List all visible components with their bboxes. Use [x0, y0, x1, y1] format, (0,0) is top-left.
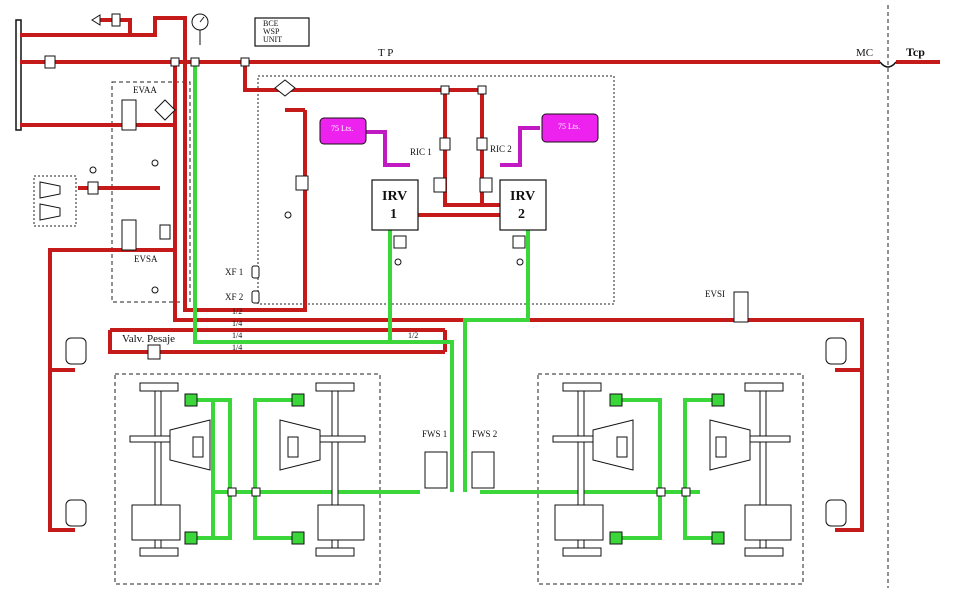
irv-panel-box	[257, 75, 615, 305]
bce-wsp-unit: BCE WSP UNIT	[254, 17, 310, 47]
fws-2-label: FWS 2	[472, 429, 497, 439]
horn-box	[33, 175, 77, 227]
irv-1-label-a: IRV	[382, 189, 407, 204]
irv-2: IRV 2	[499, 179, 547, 231]
pipe-junction-icon	[170, 57, 691, 497]
irv-2-label-b: 2	[518, 207, 525, 222]
ric-valve-icon	[274, 79, 526, 249]
valve-panel-box	[111, 81, 191, 303]
irv-1-label-b: 1	[390, 207, 397, 222]
evsi-label: EVSI	[705, 289, 725, 299]
choke-icon	[151, 159, 524, 294]
ric-2-label: RIC 2	[490, 144, 512, 154]
tank-1-label: 75 Lts.	[331, 124, 353, 133]
evsa-valve: EVSA	[121, 219, 171, 264]
unit-label: UNIT	[263, 35, 282, 44]
pressure-gauge-icon	[191, 13, 209, 45]
horn-icon	[39, 166, 99, 221]
tp-label: T P	[378, 47, 393, 59]
bce-label: BCE	[263, 19, 279, 28]
xf1-label: XF 1	[225, 267, 243, 277]
fws-1-label: FWS 1	[422, 429, 447, 439]
fws-1-valve: FWS 1	[422, 429, 448, 489]
pipe-size-label: 1/2	[232, 307, 242, 316]
evaa-label: EVAA	[133, 85, 157, 95]
tank-1: 75 Lts.	[319, 117, 367, 145]
pipe-size-label: 1/2	[408, 331, 418, 340]
mc-label: MC	[856, 47, 873, 59]
xf2-label: XF 2	[225, 292, 243, 302]
valv-pesaje-label: Valv. Pesaje	[122, 333, 175, 345]
coupling-bar	[15, 19, 22, 131]
pipe-size-label: 1/4	[232, 343, 242, 352]
weighing-valve: Valv. Pesaje	[122, 333, 175, 360]
tank-2: 75 Lts.	[541, 113, 599, 143]
brake-cylinder-pipes	[190, 62, 715, 540]
sensor-icon	[65, 337, 847, 527]
xf-plugs: XF 1 XF 2	[225, 265, 260, 304]
wsp-label: WSP	[263, 27, 280, 36]
ric-1-label: RIC 1	[410, 147, 432, 157]
pipe-size-label: 1/4	[232, 331, 242, 340]
tank-2-label: 75 Lts.	[558, 122, 580, 131]
tcp-label: Tcp	[906, 45, 925, 59]
bogie-2	[552, 382, 792, 557]
irv-1: IRV 1	[371, 179, 419, 231]
valve-icon	[44, 13, 121, 69]
bogie-1	[129, 382, 366, 557]
evsa-label: EVSA	[134, 254, 158, 264]
irv-2-label-a: IRV	[510, 189, 535, 204]
pipe-size-label: 1/4	[232, 319, 242, 328]
evaa-valve: EVAA	[121, 85, 176, 131]
hose-coupling-icon	[879, 61, 897, 68]
tank-pipes	[365, 126, 540, 167]
evsi-valve: EVSI	[705, 289, 749, 323]
fws-2-valve: FWS 2	[471, 429, 497, 489]
